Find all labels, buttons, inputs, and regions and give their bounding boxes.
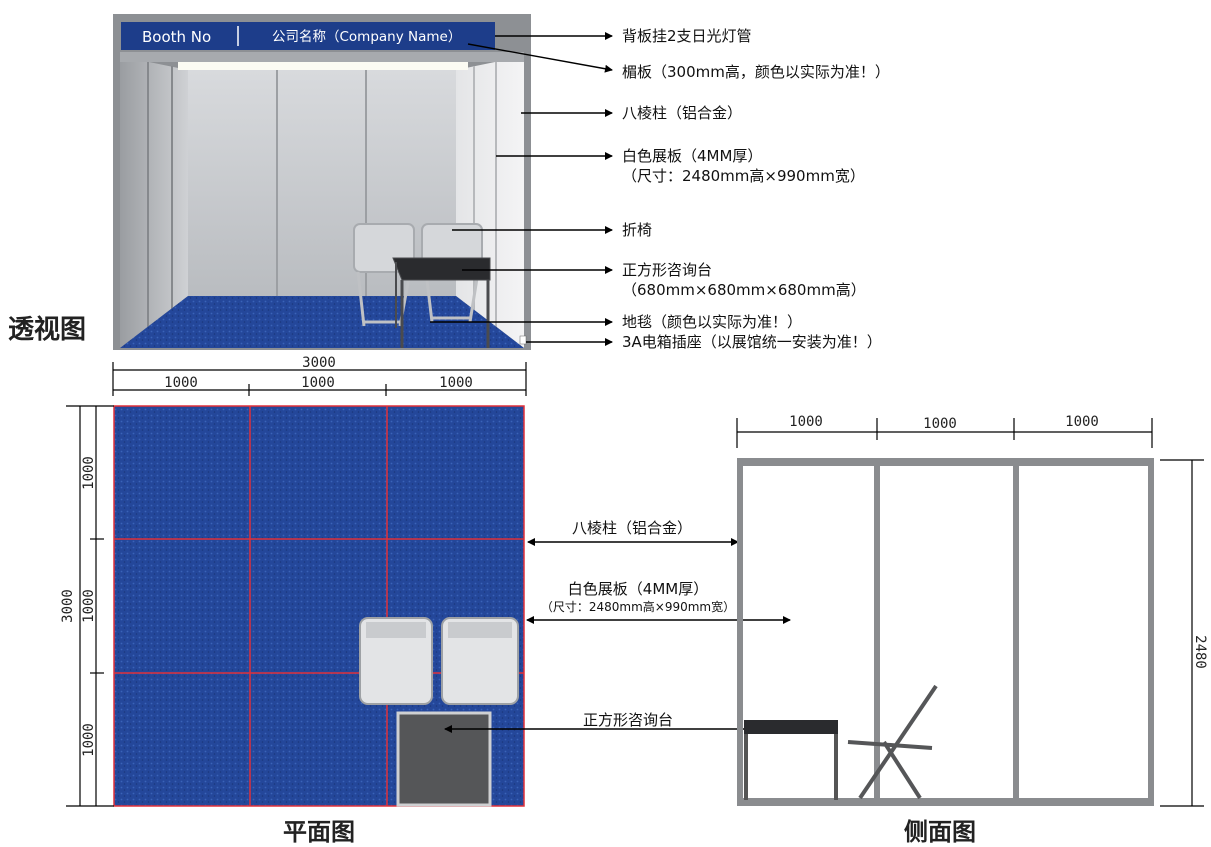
top-dim-seg-2: 1000 — [301, 375, 335, 391]
perspective-title: 透视图 — [8, 315, 86, 345]
plan-dim-seg-3: 1000 — [81, 723, 97, 757]
callout-panel-size: （尺寸：2480mm高×990mm宽） — [622, 167, 865, 185]
consultation-desk — [392, 257, 491, 348]
plan-chairs — [359, 617, 519, 705]
perspective-view: Booth No 公司名称（Company Name） 透视图 — [8, 14, 890, 396]
top-dim-seg-3: 1000 — [439, 375, 473, 391]
power-socket — [519, 335, 527, 345]
callout-desk-size: （680mm×680mm×680mm高） — [622, 281, 866, 299]
side-dim-height: 2480 — [1192, 635, 1208, 669]
fascia-board — [121, 22, 495, 50]
plan-title: 平面图 — [283, 818, 355, 846]
plan-dim-total: 3000 — [60, 589, 76, 623]
plan-dimensions — [66, 405, 114, 807]
callout-desk: 正方形咨询台 — [622, 261, 712, 279]
side-chair — [847, 684, 938, 800]
perspective-callouts: 背板挂2支日光灯管 楣板（300mm高，颜色以实际为准！） 八棱柱（铝合金） 白… — [622, 27, 890, 351]
side-dim-seg-3: 1000 — [1065, 414, 1099, 430]
side-frame — [737, 458, 1154, 806]
plan-callouts: 八棱柱（铝合金） 白色展板（4MM厚） （尺寸：2480mm高×990mm宽） … — [444, 519, 791, 733]
fluorescent-light — [178, 62, 468, 70]
callout-fascia: 楣板（300mm高，颜色以实际为准！） — [622, 63, 890, 81]
carpet — [120, 296, 524, 348]
callout-carpet: 地毯（颜色以实际为准！） — [622, 313, 802, 331]
callout-socket: 3A电箱插座（以展馆统一安装为准！） — [622, 333, 882, 351]
side-title: 侧面图 — [904, 818, 976, 846]
side-desk — [744, 720, 838, 800]
side-dim-seg-1: 1000 — [789, 414, 823, 430]
side-dimensions — [736, 418, 1204, 807]
plan-callout-desk: 正方形咨询台 — [583, 711, 673, 729]
top-dim-seg-1: 1000 — [164, 375, 198, 391]
callout-pillar: 八棱柱（铝合金） — [622, 104, 742, 122]
callout-chair: 折椅 — [622, 221, 652, 239]
plan-dim-seg-1: 1000 — [81, 456, 97, 490]
plan-view: 3000 1000 1000 1000 平面图 — [60, 405, 525, 846]
plan-dim-seg-2: 1000 — [81, 589, 97, 623]
plan-grid — [114, 406, 524, 806]
plan-callout-panel: 白色展板（4MM厚） — [568, 580, 708, 598]
side-dim-seg-2: 1000 — [923, 416, 957, 432]
company-name-label: 公司名称（Company Name） — [272, 29, 461, 45]
side-view: 1000 1000 1000 2480 侧面图 — [736, 414, 1208, 846]
top-dim-total: 3000 — [302, 355, 336, 371]
perspective-dimensions — [112, 362, 527, 396]
plan-callout-panel-size: （尺寸：2480mm高×990mm宽） — [541, 599, 735, 614]
booth-no-label: Booth No — [142, 28, 211, 46]
plan-desk — [396, 711, 492, 807]
plan-callout-pillar: 八棱柱（铝合金） — [572, 519, 692, 537]
callout-panel: 白色展板（4MM厚） — [622, 147, 762, 165]
callout-lights: 背板挂2支日光灯管 — [622, 27, 752, 45]
